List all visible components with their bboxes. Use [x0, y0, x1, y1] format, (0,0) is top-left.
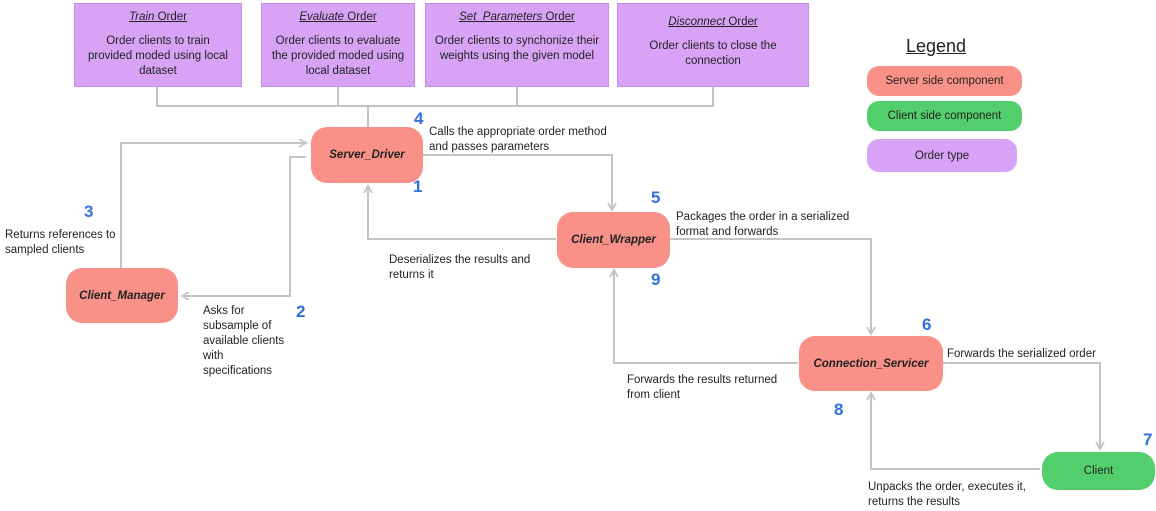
- returns-references-note: Returns references to sampled clients: [5, 229, 116, 256]
- forwards-results-note: Forwards the results returned from clien…: [627, 374, 778, 401]
- client-to-servicer-arrow: [866, 391, 1040, 470]
- asks-subsample-note: Asks for subsample of available clients …: [203, 305, 285, 377]
- servicer-to-client-arrow: [943, 362, 1105, 451]
- set-parameters-order-title: Set_Parameters Order: [459, 11, 575, 23]
- wrapper-to-driver-arrow: [363, 184, 556, 240]
- forwards-serialized-note: Forwards the serialized order: [947, 348, 1096, 360]
- legend-client-component: Client side component: [867, 101, 1022, 131]
- unpacks-order-note: Unpacks the order, executes it, returns …: [868, 481, 1026, 508]
- step-number-6: 6: [922, 315, 932, 334]
- step-number-8: 8: [834, 400, 844, 419]
- wrapper-to-servicer-arrow: [670, 238, 876, 336]
- evaluate-order-box: Evaluate Order Order clients to evaluate…: [261, 3, 415, 87]
- deserializes-note: Deserializes the results and returns it: [389, 254, 531, 281]
- set-parameters-order-box: Set_Parameters Order Order clients to sy…: [425, 3, 609, 87]
- legend-order-type: Order type: [867, 139, 1017, 172]
- evaluate-order-description: Order clients to evaluate the provided m…: [271, 35, 405, 77]
- step-number-2: 2: [296, 302, 306, 321]
- step-number-5: 5: [651, 188, 661, 207]
- disconnect-order-title: Disconnect Order: [668, 16, 758, 28]
- train-order-box: Train Order Order clients to train provi…: [74, 3, 242, 87]
- step-number-9: 9: [651, 270, 661, 289]
- packages-order-note: Packages the order in a serialized forma…: [676, 211, 850, 238]
- order-bus-connector: [156, 87, 714, 107]
- server-driver-node: Server_Driver: [311, 127, 423, 183]
- train-order-title: Train Order: [129, 11, 187, 23]
- step-number-7: 7: [1143, 430, 1153, 449]
- disconnect-order-description: Order clients to close the connection: [649, 40, 777, 67]
- legend-server-component: Server side component: [867, 66, 1022, 96]
- client-manager-node: Client_Manager: [66, 268, 178, 323]
- set-parameters-order-description: Order clients to synchonize their weight…: [434, 35, 600, 62]
- driver-to-manager-arrow: [180, 156, 306, 301]
- legend-title: Legend: [906, 36, 967, 56]
- driver-to-wrapper-arrow: [423, 154, 617, 212]
- client-wrapper-node: Client_Wrapper: [557, 212, 670, 268]
- calls-order-note: Calls the appropriate order method and p…: [429, 126, 607, 153]
- step-number-4: 4: [414, 109, 424, 128]
- evaluate-order-title: Evaluate Order: [299, 11, 377, 23]
- servicer-to-wrapper-arrow: [609, 268, 798, 364]
- connection-servicer-node: Connection_Servicer: [799, 336, 943, 391]
- manager-to-driver-arrow: [120, 138, 308, 268]
- train-order-description: Order clients to train provided moded us…: [87, 35, 228, 77]
- client-node: Client: [1042, 452, 1155, 490]
- step-number-3: 3: [84, 202, 94, 221]
- disconnect-order-box: Disconnect Order Order clients to close …: [617, 3, 809, 87]
- step-number-1: 1: [413, 177, 423, 196]
